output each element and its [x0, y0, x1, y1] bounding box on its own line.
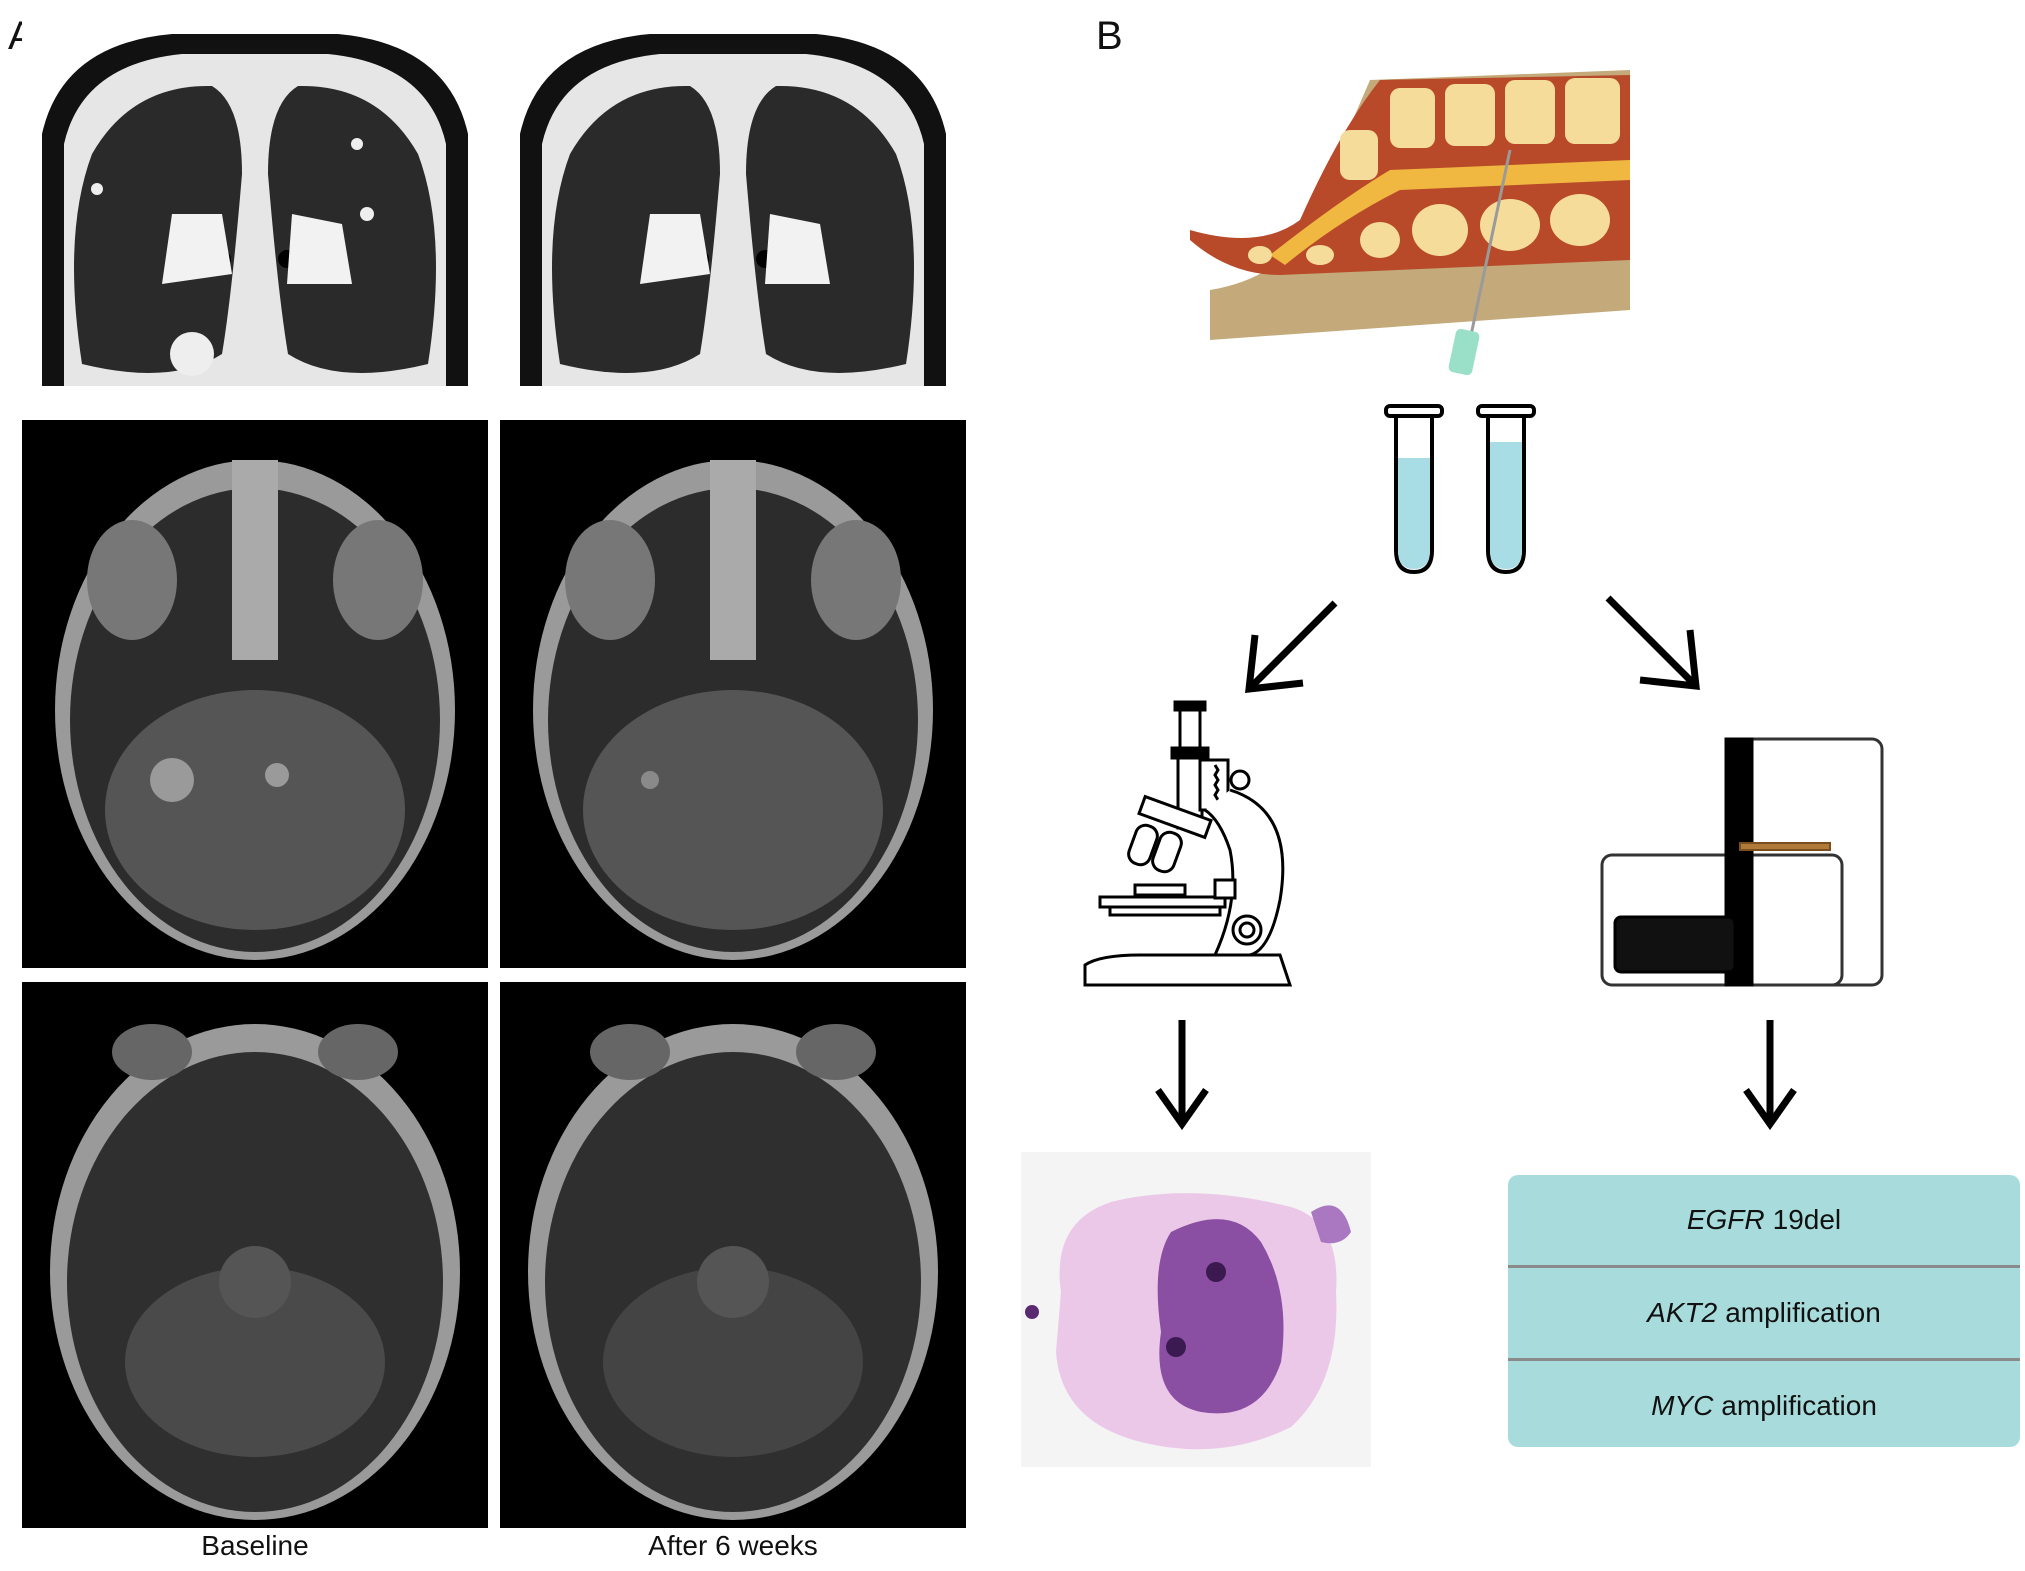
ct-baseline-image [22, 14, 488, 386]
gene-name: MYC [1651, 1390, 1714, 1421]
mri-row3-baseline-image [22, 982, 488, 1528]
ct-followup-image [500, 14, 966, 386]
mri-row3-followup-image [500, 982, 966, 1528]
test-tube-icon [1476, 400, 1536, 580]
column-label-baseline: Baseline [201, 1530, 309, 1561]
test-tube-icon [1384, 400, 1444, 580]
gene-name: EGFR [1686, 1204, 1765, 1235]
arrow-down-left-icon [1235, 595, 1345, 705]
microscope-icon [1080, 700, 1300, 990]
genomic-results-table: EGFR 19del AKT2 amplification MYC amplif… [1508, 1175, 2020, 1447]
column-label-followup: After 6 weeks [648, 1530, 818, 1561]
alteration-text: amplification [1725, 1297, 1881, 1328]
cytology-image [1021, 1152, 1371, 1467]
biopsy-tissue-illustration [1190, 60, 1630, 380]
alteration-text: 19del [1772, 1204, 1842, 1235]
alteration-text: amplification [1721, 1390, 1877, 1421]
arrow-down-right-icon [1600, 590, 1710, 700]
result-row: AKT2 amplification [1508, 1268, 2020, 1361]
mri-row2-followup-image [500, 420, 966, 968]
gene-name: AKT2 [1647, 1297, 1718, 1328]
sequencer-machine-icon [1598, 735, 1888, 990]
panel-b-label: B [1096, 14, 1123, 58]
arrow-down-icon [1152, 1020, 1212, 1130]
result-row: MYC amplification [1508, 1361, 2020, 1447]
result-row: EGFR 19del [1508, 1175, 2020, 1268]
arrow-down-icon [1740, 1020, 1800, 1130]
mri-row2-baseline-image [22, 420, 488, 968]
